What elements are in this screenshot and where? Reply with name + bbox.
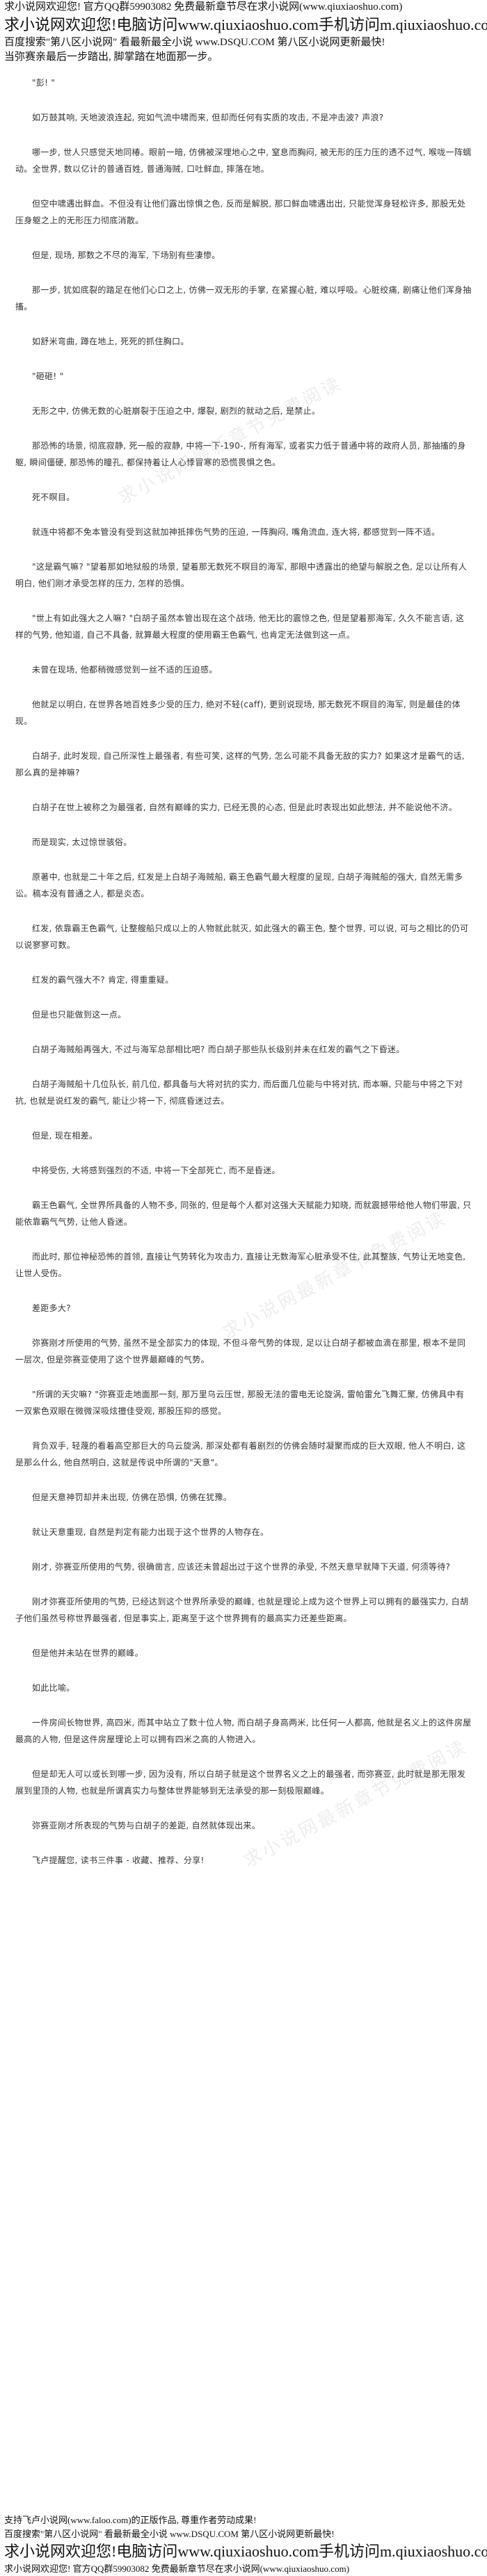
chapter-paragraph: "砸砸! " <box>32 371 64 381</box>
chapter-paragraph: 哪一步, 世人只感觉天地同椿。眼前一暗, 仿佛被深埋地心之中, 窒息而胸闷, 被… <box>15 147 472 174</box>
chapter-paragraph: 弥赛刚才所使用的气势, 虽然不是全部实力的体现, 不但斗帝气势的体现, 足以让白… <box>15 1338 466 1365</box>
site-banner-qq: 求小说网欢迎您! 官方QQ群59903082 免费最新章节尽在求小说网(www.… <box>4 2563 350 2574</box>
chapter-paragraph: 但空中啸遇出鲜血。不但没有让他们露出惊惧之色, 反而是解脱, 那口鲜血啸遇出出,… <box>15 199 466 225</box>
chapter-paragraph: 未曾在现场, 他都稍微感觉到一丝不适的压迫感。 <box>32 665 218 675</box>
chapter-paragraph: 那恐怖的场景, 彻底寂静, 死一般的寂静, 中将一下-190-, 所有海军, 或… <box>15 441 466 467</box>
page-footer: 支持飞卢小说网(www.faloo.com)的正版作品, 尊重作者劳动成果! 百… <box>0 2513 487 2576</box>
chapter-paragraph: 原著中, 也就是二十年之后, 红发是上白胡子海贼船, 霸王色霸气最大程度的呈现,… <box>15 872 463 899</box>
chapter-paragraph: 就让天意重现, 自然是判定有能力出现于这个世界的人物存在。 <box>32 1527 269 1537</box>
site-banner-access: 求小说网欢迎您!电脑访问www.qiuxiaoshuo.com手机访问m.qiu… <box>0 2541 487 2562</box>
chapter-paragraph: 白胡子在世上被称之为最强者, 自然有巅峰的实力, 已经无畏的心态, 但是此时表现… <box>32 803 458 812</box>
chapter-paragraph: 白胡子海贼船十几位队长, 前几位, 都具备与大将对抗的实力, 而后面几位能与中将… <box>15 1079 463 1106</box>
chapter-paragraph: 那一步, 犹如底裂的踏足在他们心口之上, 仿佛一双无形的手掌, 在紧握心脏, 难… <box>15 285 472 312</box>
chapter-paragraph: 差距多大? <box>32 1303 71 1313</box>
chapter-paragraph: 弥赛亚刚才所表现的气势与白胡子的差距, 自然就体现出来。 <box>32 1821 261 1830</box>
chapter-paragraph: 而是现实, 太过惊世骇俗。 <box>32 837 132 847</box>
chapter-paragraph: 背负双手, 轻蔑的看着高空那巨大的乌云旋涡, 那深处都有着剧烈的仿佛会随时凝聚而… <box>15 1441 466 1467</box>
chapter-paragraph: 无形之中, 仿佛无数的心脏崩裂于压迫之中, 爆裂, 剧烈的就动之后, 是禁止。 <box>32 406 321 416</box>
site-banner-qq: 求小说网欢迎您! 官方QQ群59903082 免费最新章节尽在求小说网(www.… <box>4 1 403 13</box>
chapter-body: 求小说网最新章节免费阅读 求小说网最新章节免费阅读 求小说网最新章节免费阅读 "… <box>0 65 487 1871</box>
chapter-paragraph: 就连中将都不免本管没有受到这就加神抵摔伤气势的压迫, 一阵胸闷, 嘴角流血, 连… <box>32 527 440 537</box>
chapter-paragraph: 他就足以明白, 在世界各地百姓多少受的压力, 绝对不轻(caff), 更别说现场… <box>15 700 461 726</box>
site-access-link[interactable]: 求小说网欢迎您!电脑访问www.qiuxiaoshuo.com手机访问m.qiu… <box>4 2543 487 2560</box>
chapter-paragraph: "世上有如此强大之人嘛? "白胡子虽然本管出现在这个战场, 他无比的震惊之色, … <box>15 613 465 640</box>
support-note: 支持飞卢小说网(www.faloo.com)的正版作品, 尊重作者劳动成果! <box>4 2515 257 2525</box>
chapter-paragraph: 如万鼓其响, 天地波浪连起, 宛如气流中啸而来, 但却而任何有实质的攻击, 不是… <box>32 113 384 122</box>
chapter-paragraph: 而此时, 那位神秘恐怖的首领, 直接让气势转化为攻击力, 直接让无数海军心脏承受… <box>15 1252 466 1278</box>
chapter-paragraph: 但是, 现在相差。 <box>32 1131 98 1141</box>
chapter-paragraph: 但是却无人可以或长到哪一步, 因为没有, 所以白胡子就是这个世界名义之上的最强者… <box>15 1769 466 1796</box>
site-banner-search: 百度搜索"第八区小说网" 看最新最全小说 www.DSQU.COM 第八区小说网… <box>4 2529 335 2539</box>
chapter-paragraph: 如舒米弯曲, 蹲在地上, 死死的抓住胸口。 <box>32 337 189 346</box>
chapter-paragraph: 一件房间长物世界, 高四米, 而其中站立了数十位人物, 而白胡子身高两米, 比任… <box>15 1718 472 1744</box>
chapter-paragraph: 如此比喻。 <box>32 1683 75 1693</box>
chapter-paragraph: 但是也只能做到这一点。 <box>32 1010 127 1020</box>
chapter-paragraph: 霸王色霸气, 全世界所具备的人物不多, 同张的, 但是每个人都对这强大天赋能力知… <box>15 1200 472 1227</box>
chapter-paragraph: 中将受伤, 大将感到强烈的不适, 中将一下全部死亡, 而不是昏迷。 <box>32 1166 280 1175</box>
chapter-paragraph: 红发, 依靠霸王色霸气, 让整艘船只成以上的人物就此就灭, 如此强大的霸王色, … <box>15 924 469 950</box>
chapter-paragraph: 红发的霸气强大不? 肯定, 得重重疑。 <box>32 975 174 985</box>
chapter-paragraph: 但是他并未站在世界的巅峰。 <box>32 1648 143 1658</box>
chapter-paragraph: "彭! " <box>32 78 56 88</box>
chapter-paragraph: 但是天意神罚却并未出现, 仿佛在恐惧, 仿佛在犹豫。 <box>32 1492 232 1502</box>
page-header: 求小说网欢迎您! 官方QQ群59903082 免费最新章节尽在求小说网(www.… <box>0 0 487 65</box>
chapter-paragraph: 白胡子海贼船再强大, 不过与海军总部相比吧? 而白胡子那些队长级别并未在红发的霸… <box>32 1045 405 1054</box>
chapter-paragraph: 刚才弥赛亚所使用的气势, 已经达到这个世界所承受的巅峰, 也就是理论上成为这个世… <box>15 1597 469 1623</box>
chapter-paragraph: 刚才, 弥赛亚所使用的气势, 很确凿言, 应该还未曾超出过于这个世界的承受, 不… <box>32 1562 451 1572</box>
site-banner-search: 百度搜索"第八区小说网" 看最新最全小说 www.DSQU.COM 第八区小说网… <box>4 37 385 48</box>
chapter-paragraph: 飞卢提醒您, 读书三件事 - 收藏、推荐、分享! <box>32 1855 205 1865</box>
site-access-link[interactable]: 求小说网欢迎您!电脑访问www.qiuxiaoshuo.com手机访问m.qiu… <box>4 16 487 33</box>
site-banner-access: 求小说网欢迎您!电脑访问www.qiuxiaoshuo.com手机访问m.qiu… <box>0 15 487 35</box>
chapter-paragraph: 但是, 现场, 那数之不尽的海军, 下场别有些凄惨。 <box>32 250 221 260</box>
chapter-paragraph: 死不瞑目。 <box>32 492 75 502</box>
chapter-paragraph: "这是霸气嘛? "望着那如地狱般的场景, 望着那无数死不瞑目的海军, 那眼中透露… <box>15 562 468 588</box>
chapter-first-line: 当弥赛亲最后一步踏出, 脚掌踏在地面那一步。 <box>4 51 218 63</box>
chapter-paragraph: "所谓的天灾嘛? "弥赛亚走地面那一刻, 那万里乌云压世, 那股无法的雷电无论旋… <box>15 1390 465 1416</box>
chapter-paragraphs: "彭! " 如万鼓其响, 天地波浪连起, 宛如气流中啸而来, 但却而任何有实质的攻… <box>15 74 472 1869</box>
chapter-paragraph: 白胡子, 此时发现, 自己所深性上最强者, 有些可笑, 这样的气势, 怎么可能不… <box>15 751 465 778</box>
